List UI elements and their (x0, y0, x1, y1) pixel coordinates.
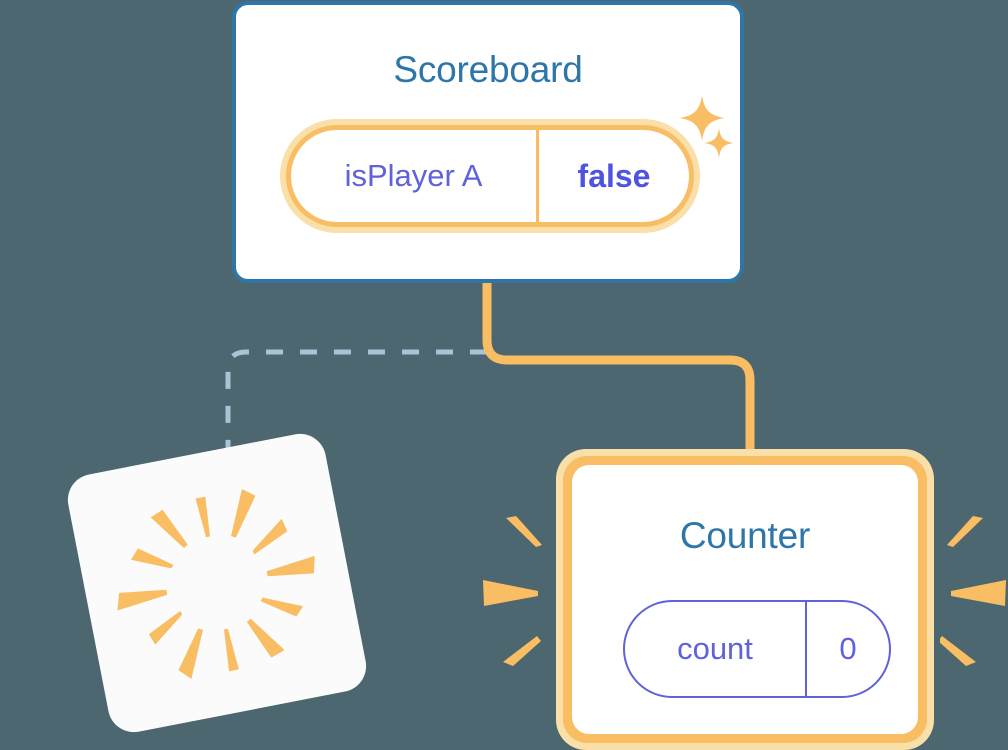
sparkle-star-small-icon (704, 128, 734, 158)
counter-flash-rays-left-icon (483, 516, 542, 666)
counter-flash-rays-right-icon (940, 516, 1006, 666)
sparkle-star-large-icon (679, 95, 725, 141)
scoreboard-state-key: isPlayer A (344, 158, 483, 193)
scoreboard-title: Scoreboard (393, 49, 583, 90)
scoreboard-pill-highlight-ring: isPlayer A false (286, 125, 694, 227)
scoreboard-pill-body: isPlayer A false (291, 130, 689, 222)
counter-card-body: Counter count 0 (572, 465, 918, 734)
scoreboard-card[interactable]: Scoreboard isPlayer A false (232, 1, 744, 283)
counter-title: Counter (679, 515, 811, 556)
counter-pill-divider (805, 602, 807, 696)
scoreboard-state-pill[interactable]: isPlayer A false (280, 119, 700, 233)
burst-rays-icon (117, 489, 315, 679)
counter-state-key: count (677, 631, 753, 666)
counter-state-value: 0 (839, 631, 857, 666)
counter-card[interactable]: Counter count 0 (556, 449, 934, 750)
solid-connector (482, 281, 755, 462)
scoreboard-pill-divider (536, 130, 539, 222)
counter-card-highlight-ring: Counter count 0 (563, 456, 927, 743)
scoreboard-state-value: false (577, 157, 651, 194)
counter-state-pill[interactable]: count 0 (623, 600, 891, 698)
